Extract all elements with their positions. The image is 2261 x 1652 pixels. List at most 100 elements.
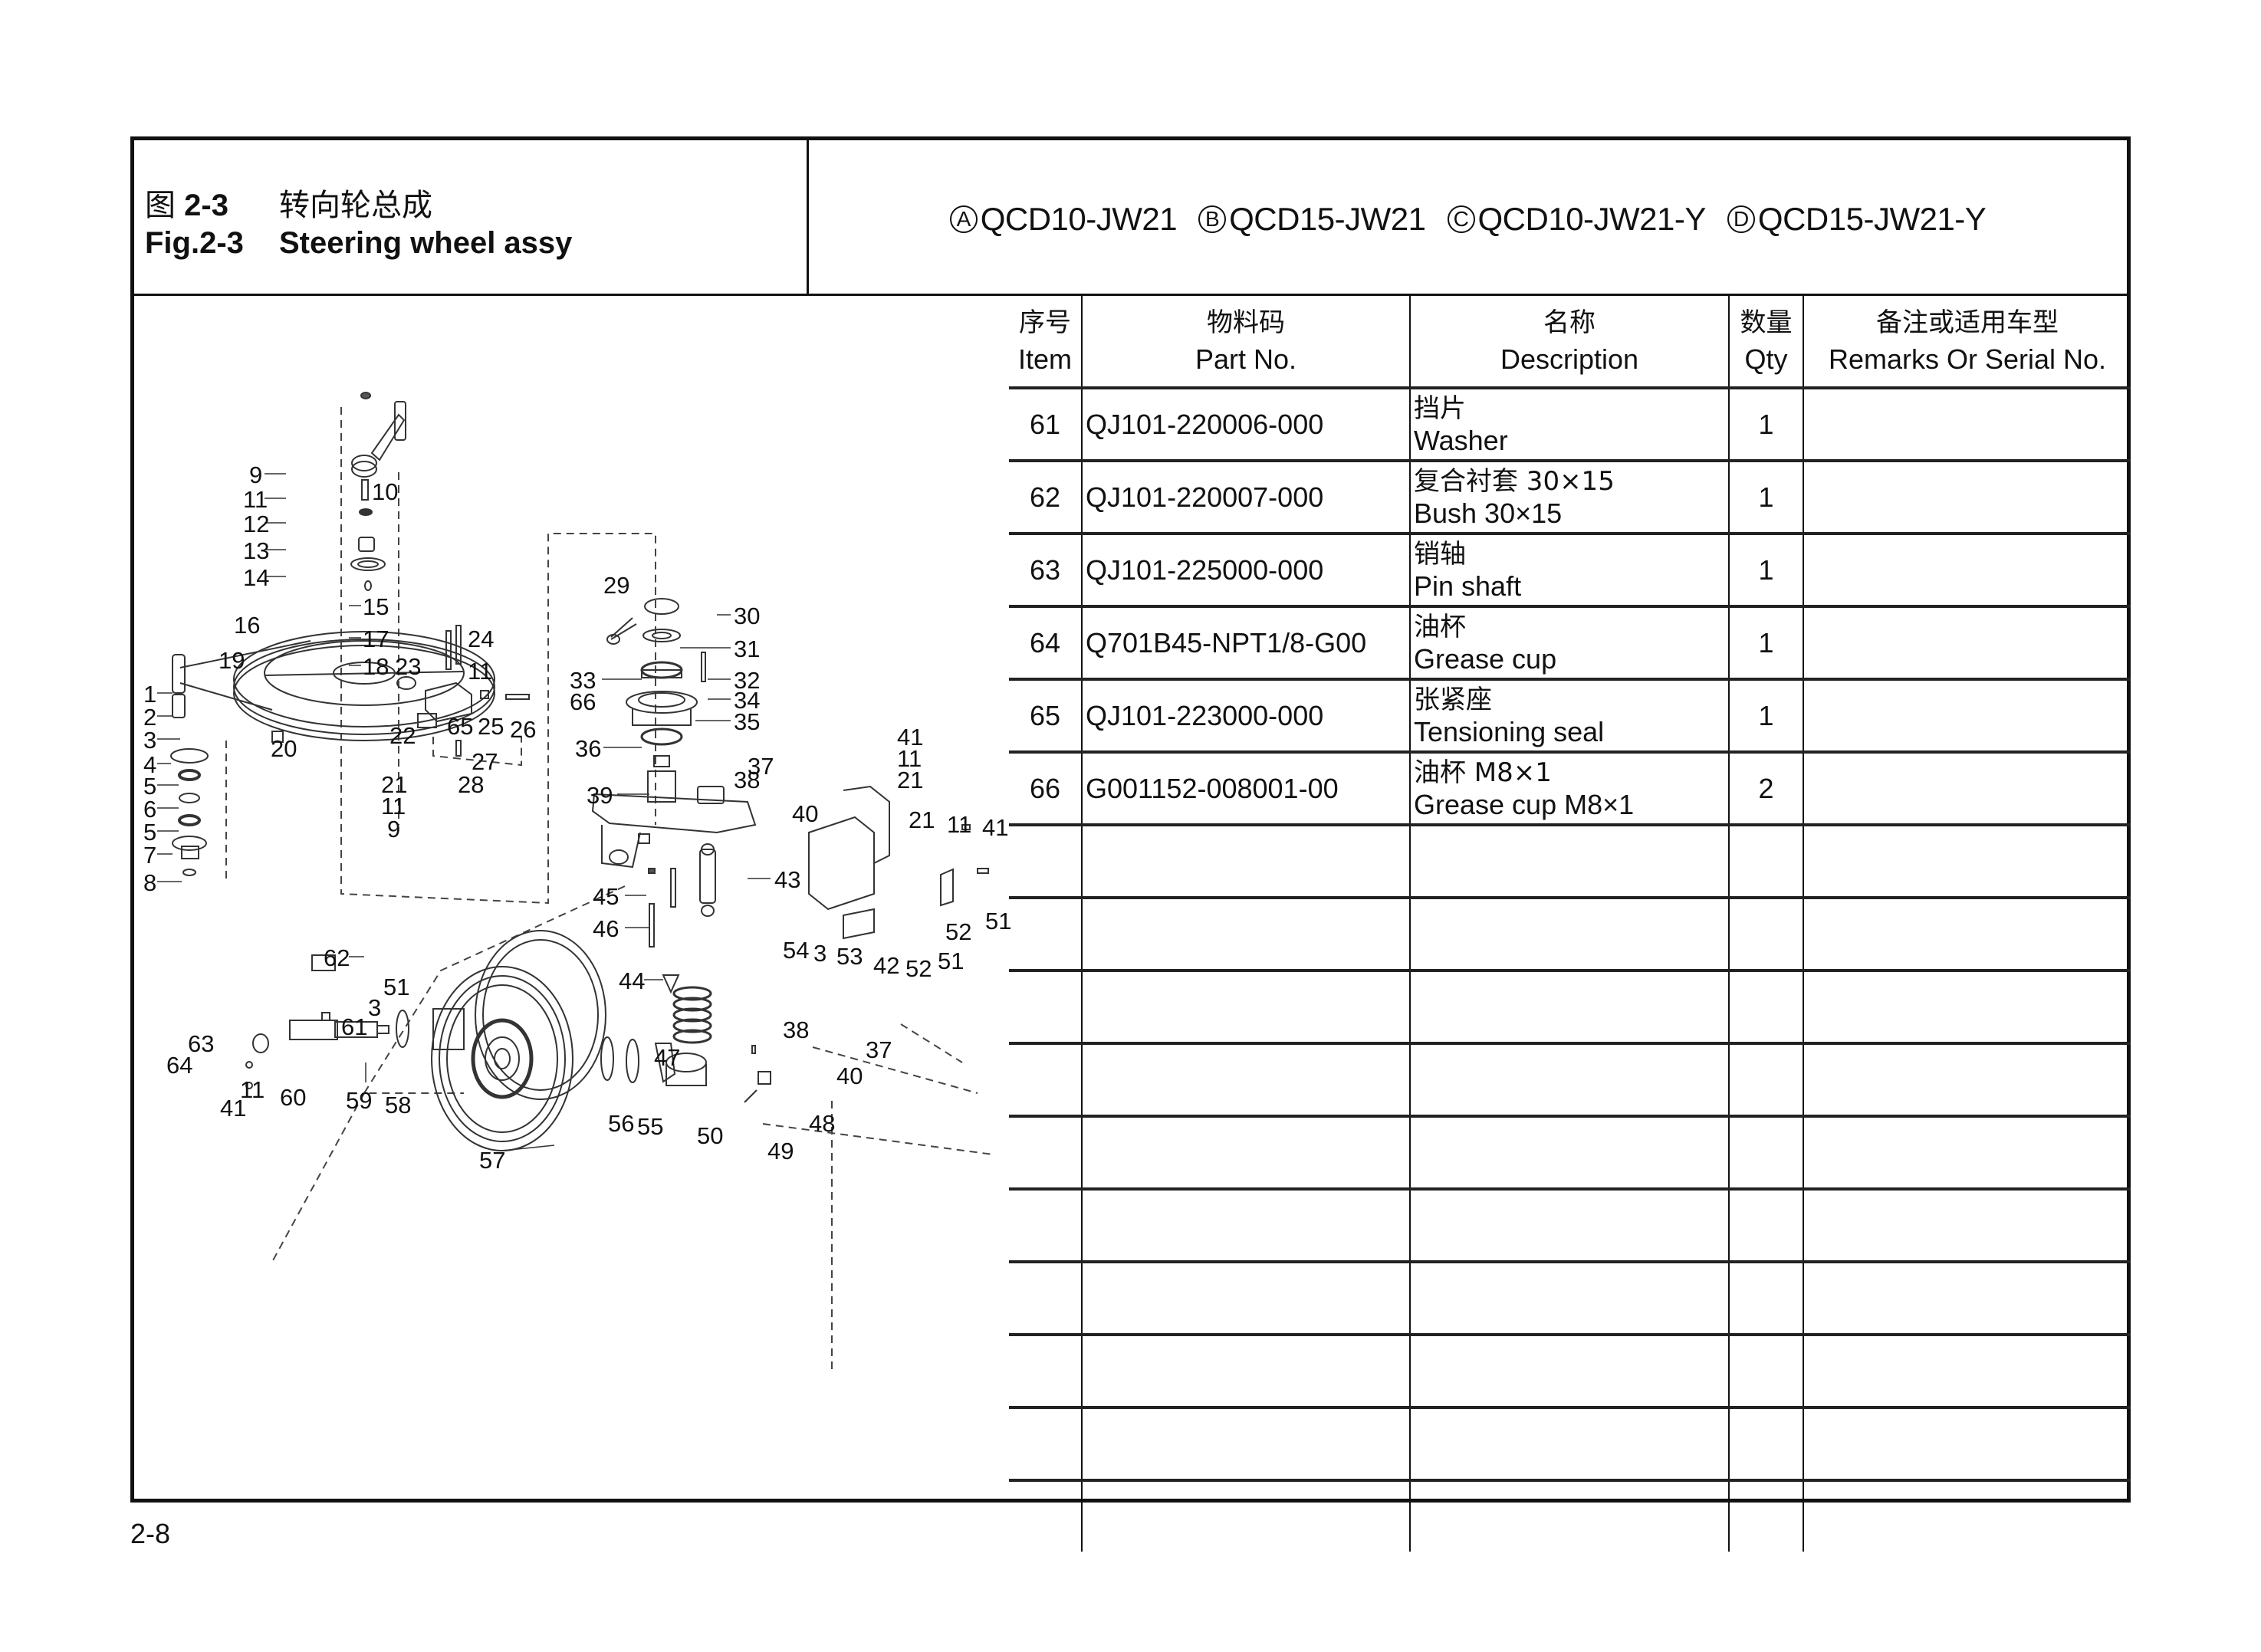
callout-label: 48 [809, 1110, 836, 1137]
cell-item [1009, 1115, 1083, 1190]
callout-label: 3 [813, 940, 827, 967]
description-en: Washer [1414, 424, 1508, 456]
cell-remarks [1803, 1187, 2131, 1263]
callout-label: 11 [381, 793, 406, 819]
callout-label: 10 [372, 478, 399, 505]
cell-remarks [1803, 1260, 2131, 1335]
cell-item [1009, 1406, 1083, 1481]
description-en: Tensioning seal [1414, 715, 1605, 747]
cell-item [1009, 896, 1083, 971]
callout-label: 26 [510, 716, 537, 743]
cell-qty [1728, 1042, 1804, 1117]
callout-label: 28 [458, 771, 485, 798]
cell-part-no [1081, 969, 1411, 1044]
callout-label: 21 [909, 806, 935, 833]
cell-item [1009, 1260, 1083, 1335]
cell-description [1409, 896, 1730, 971]
callout-label: 51 [383, 974, 410, 1000]
cell-remarks [1803, 532, 2131, 607]
description-cn: 复合衬套 30×15 [1414, 465, 1615, 497]
callout-label: 37 [866, 1036, 892, 1063]
callout-label: 38 [783, 1016, 810, 1043]
cell-item: 61 [1009, 386, 1083, 461]
callout-label: 11 [468, 658, 493, 685]
callout-label: 6 [143, 796, 157, 823]
callout-label: 46 [593, 915, 619, 942]
callout-label: 40 [836, 1062, 863, 1089]
callout-label: 9 [387, 816, 401, 842]
cell-qty: 1 [1728, 605, 1804, 680]
callout-label: 13 [243, 537, 270, 564]
cell-qty: 2 [1728, 750, 1804, 826]
callout-label: 47 [654, 1044, 681, 1071]
cell-description [1409, 1187, 1730, 1263]
callout-label: 45 [593, 883, 619, 910]
callout-label: 42 [873, 952, 900, 979]
cell-item [1009, 1479, 1083, 1552]
cell-part-no: QJ101-220007-000 [1081, 459, 1411, 534]
cell-remarks [1803, 750, 2131, 826]
cell-part-no: QJ101-220006-000 [1081, 386, 1411, 461]
callout-label: 59 [346, 1087, 373, 1114]
figure-number-en: Fig.2-3 [145, 226, 244, 260]
cell-qty [1728, 1406, 1804, 1481]
figure-title-en-text: Steering wheel assy [279, 226, 573, 260]
callout-label: 52 [905, 955, 932, 982]
figure-title-cn-text: 转向轮总成 [279, 188, 432, 223]
callout-label: 17 [363, 626, 389, 652]
cell-qty [1728, 1333, 1804, 1408]
callout-label: 7 [143, 842, 157, 869]
cell-part-no: Q701B45-NPT1/8-G00 [1081, 605, 1411, 680]
diagram-drawing [157, 392, 994, 1369]
cell-remarks [1803, 1333, 2131, 1408]
model-name: QCD10-JW21-Y [1477, 200, 1707, 237]
description-cn: 销轴 [1414, 538, 1466, 570]
callout-label: 60 [280, 1084, 307, 1111]
callout-label: 24 [468, 626, 495, 652]
callout-label: 20 [271, 735, 297, 762]
callout-label: 22 [389, 722, 416, 749]
callout-label: 3 [143, 727, 157, 754]
description-en: Pin shaft [1414, 570, 1522, 602]
cell-remarks [1803, 678, 2131, 753]
cell-qty [1728, 823, 1804, 898]
cell-item: 65 [1009, 678, 1083, 753]
callout-label: 19 [219, 647, 245, 674]
cell-item [1009, 1187, 1083, 1263]
callout-label: 41 [897, 724, 924, 750]
callout-label: 2 [143, 704, 157, 731]
table-row [1009, 1333, 2131, 1408]
figure-label-cn: 图 [145, 188, 176, 223]
callout-label: 57 [479, 1147, 506, 1174]
callout-label: 37 [748, 753, 774, 780]
table-row [1009, 1479, 2131, 1552]
cell-item: 64 [1009, 605, 1083, 680]
cell-qty [1728, 896, 1804, 971]
callout-label: 54 [783, 937, 810, 964]
cell-remarks [1803, 1042, 2131, 1117]
callout-label: 33 [570, 667, 596, 694]
cell-qty [1728, 969, 1804, 1044]
cell-item [1009, 969, 1083, 1044]
cell-part-no [1081, 1187, 1411, 1263]
cell-description [1409, 1042, 1730, 1117]
cell-qty [1728, 1260, 1804, 1335]
callout-label: 65 [447, 713, 474, 740]
cell-part-no [1081, 1333, 1411, 1408]
figure-title-en: Fig.2-3 Steering wheel assy [145, 226, 572, 261]
callout-label: 1 [143, 681, 157, 708]
cell-qty: 1 [1728, 386, 1804, 461]
